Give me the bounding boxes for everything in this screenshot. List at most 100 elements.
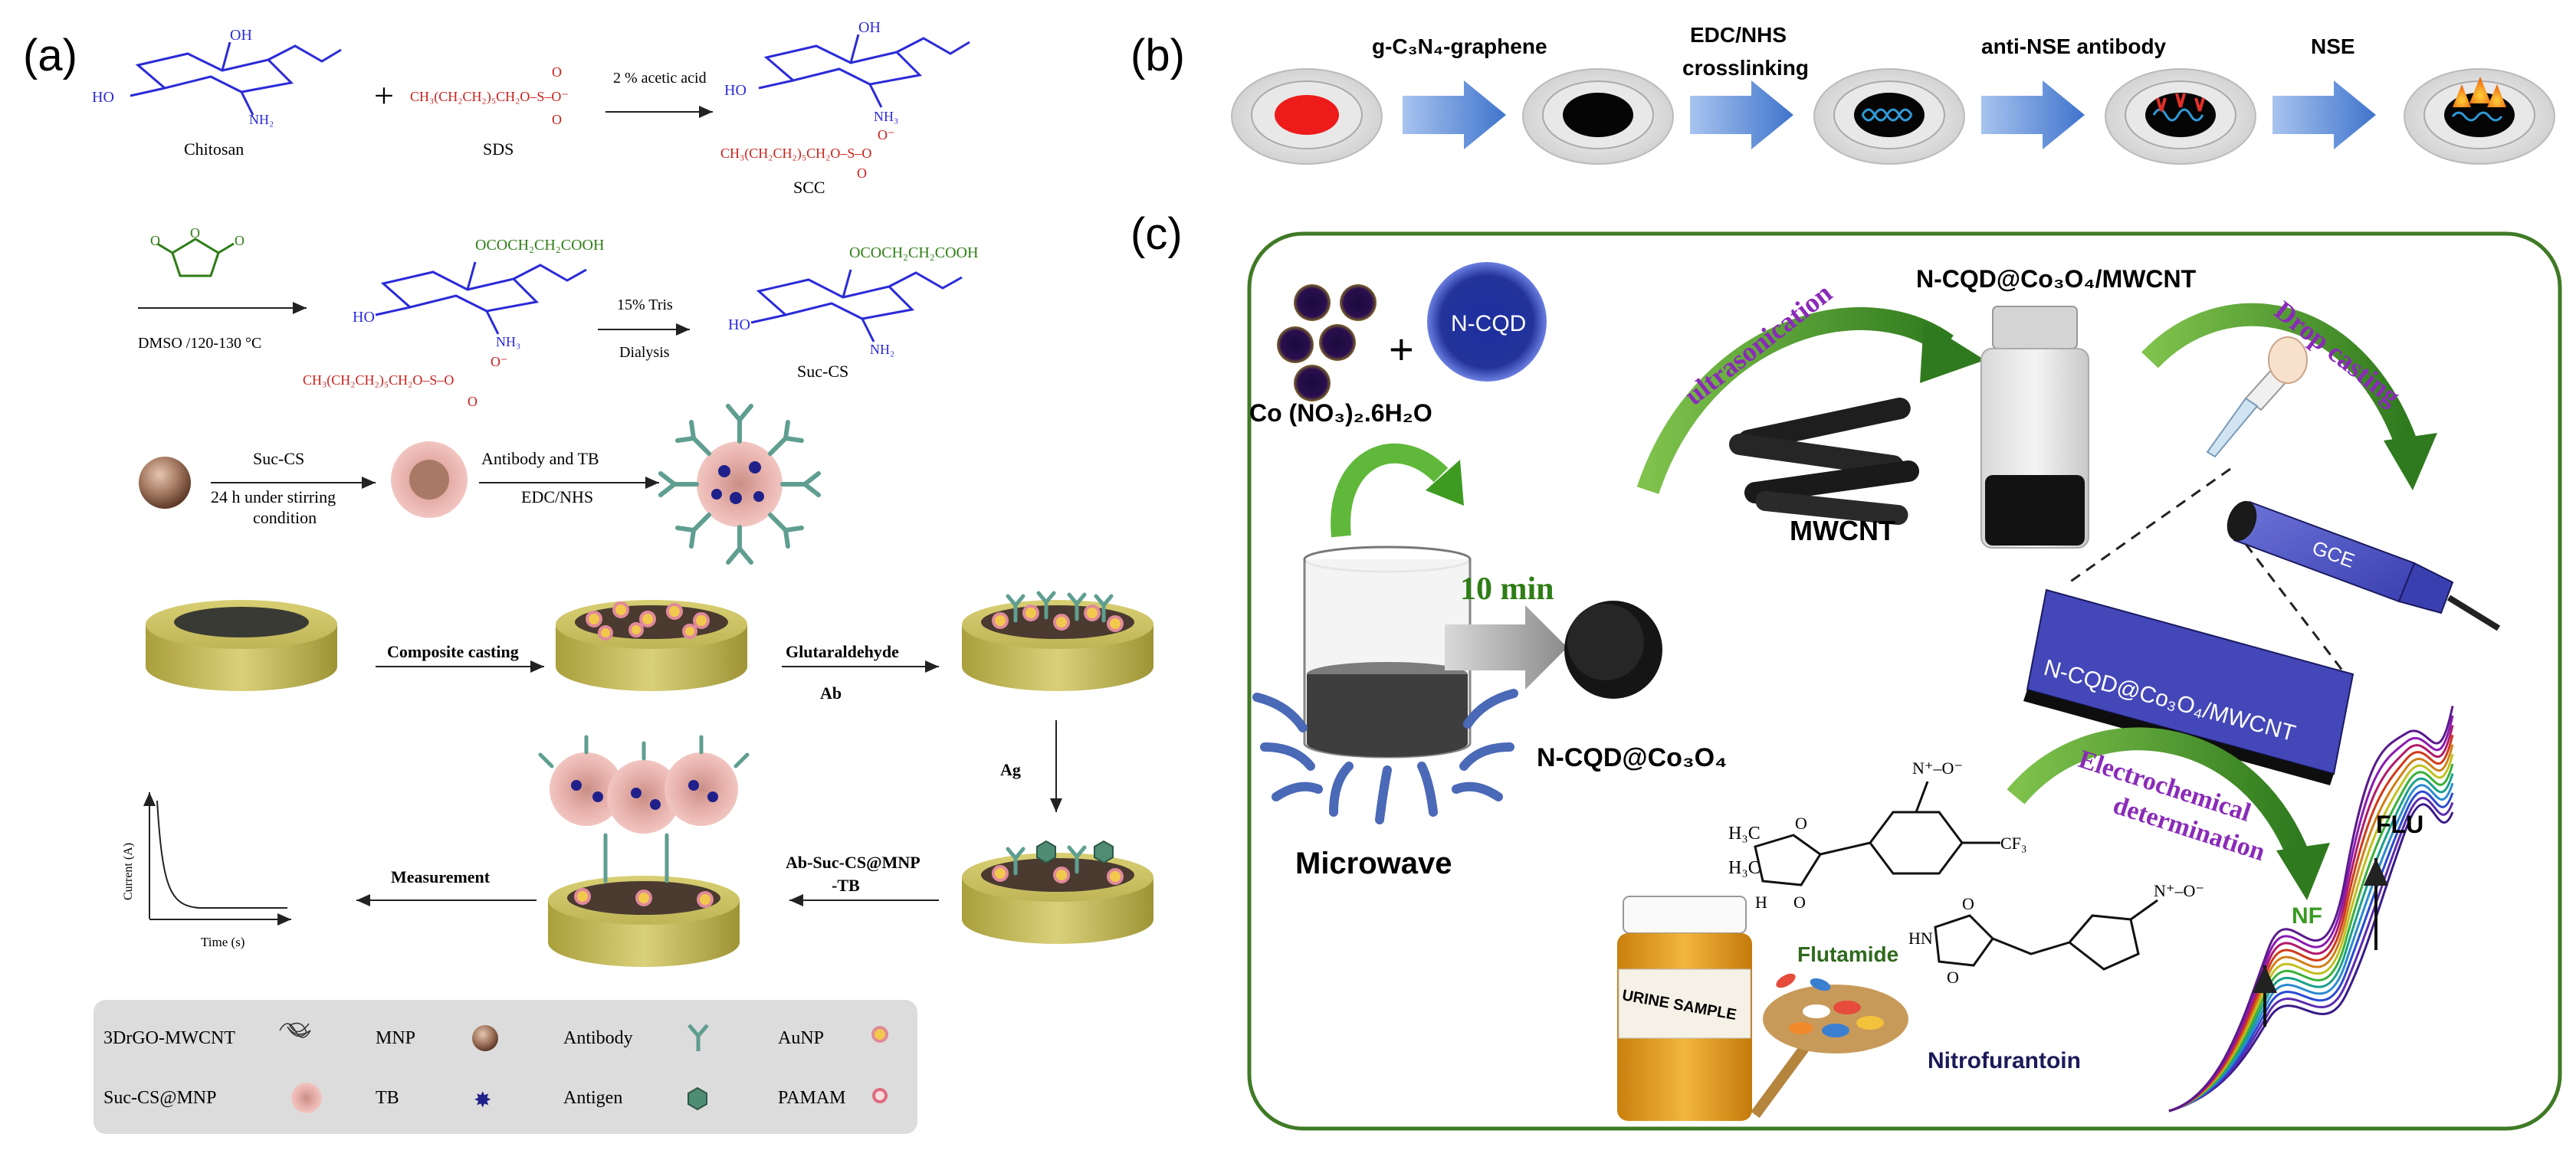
dialysis-label: Dialysis	[619, 344, 670, 361]
succinic-anhydride-structure	[156, 238, 235, 277]
gce-electrode	[2227, 500, 2501, 631]
antibody-tb-label: Antibody and TB	[481, 449, 599, 468]
ag-label: Ag	[1000, 760, 1021, 779]
step-label-5: NSE	[2311, 34, 2355, 58]
step-label-3: crosslinking	[1682, 56, 1809, 80]
chitosan-label: Chitosan	[184, 139, 244, 159]
pink-ring-icon	[872, 1088, 888, 1103]
composite-casting-label: Composite casting	[387, 642, 519, 661]
microwave-waves	[1252, 689, 1518, 824]
svg-text:HO: HO	[353, 309, 375, 326]
svg-text:O: O	[235, 233, 244, 248]
legend-suc-cs-mnp: Suc-CS@MNP	[103, 1088, 216, 1108]
svg-text:O⁻: O⁻	[878, 127, 895, 143]
electrode-disc-1	[1231, 68, 1383, 165]
legend-tb: TB	[376, 1088, 399, 1108]
voltammogram	[2168, 706, 2454, 1112]
svg-text:OH: OH	[230, 27, 252, 44]
svg-text:O: O	[1947, 968, 1959, 987]
svg-text:O: O	[857, 165, 867, 181]
panel-c-border	[1247, 231, 2562, 1131]
scribble-icon	[279, 1022, 311, 1038]
beaker	[1303, 546, 1472, 759]
legend-aunp: AuNP	[778, 1028, 824, 1048]
mnp-sphere	[139, 457, 191, 509]
svg-text:NH₂: NH₂	[249, 112, 274, 127]
scc-label: SCC	[793, 178, 825, 197]
h3c-label-2: H₃C	[1728, 858, 1761, 878]
time-arrow	[1445, 605, 1567, 690]
panel-c-label: (c)	[1130, 209, 1183, 259]
voltammogram-curve	[2168, 773, 2454, 1112]
svg-text:O: O	[1795, 814, 1807, 833]
svg-text:O: O	[150, 233, 160, 248]
zoom-line-2	[2244, 543, 2347, 675]
nitrofurantoin-structure	[1934, 899, 2158, 971]
svg-text:O: O	[1962, 894, 1974, 913]
electrode-disc-3	[1813, 68, 1965, 165]
svg-text:NH₃: NH₃	[496, 334, 520, 349]
step-label-2: EDC/NHS	[1690, 23, 1787, 47]
svg-text:HO: HO	[92, 89, 114, 106]
svg-text:O: O	[190, 225, 200, 241]
co-salt-label: Co (NO₃)₂.6H₂O	[1249, 399, 1432, 427]
stirring-label-2: condition	[253, 508, 317, 527]
legend-pamam: PAMAM	[778, 1088, 846, 1108]
voltammogram-curve	[2168, 754, 2454, 1112]
svg-text:HO: HO	[724, 82, 747, 99]
panel-a-label: (a)	[23, 31, 77, 80]
svg-text:N⁺–O⁻: N⁺–O⁻	[2154, 881, 2204, 900]
sample-vial	[1980, 306, 2089, 549]
reagent-label-1: Ab-Suc-CS@MNP	[786, 853, 920, 872]
h3c-label-1: H₃C	[1728, 824, 1761, 844]
cf3-label: CF₃	[2000, 834, 2027, 853]
svg-text:H: H	[1755, 893, 1767, 912]
co-nitrate-cluster	[1277, 284, 1377, 401]
current-axis-label: Current (A)	[122, 843, 135, 900]
legend-antigen: Antigen	[563, 1088, 622, 1108]
antibody-conjugate	[658, 404, 821, 565]
time-label: 10 min	[1460, 572, 1554, 607]
voltammogram-curve	[2168, 782, 2454, 1112]
antibody-electrode	[962, 591, 1153, 691]
panel-c: (c) + N-CQD Co (NO₃)₂.6H₂O	[1130, 209, 2562, 1131]
pills-spoon	[1751, 973, 1908, 1119]
ultrasonication-arc	[1636, 306, 1954, 494]
mwcnt-tubes	[1728, 398, 1920, 526]
voltammogram-curve	[2168, 725, 2454, 1112]
svg-text:HN: HN	[1908, 929, 1933, 948]
co3o4-label: N-CQD@Co₃O₄	[1537, 743, 1727, 772]
svg-text:NH₂: NH₂	[870, 342, 894, 357]
chitosan-structure	[130, 41, 342, 116]
voltammogram-curve	[2168, 734, 2454, 1112]
process-arrow-3	[1981, 80, 2085, 149]
suc-cs-label: Suc-CS	[797, 362, 848, 381]
panel-b: (b) g-C₃N₄-graphene EDC/NHS crosslinking…	[1130, 23, 2555, 165]
sds-label: SDS	[483, 139, 514, 159]
svg-text:O: O	[552, 64, 562, 80]
stirring-label-1: 24 h under stirring	[211, 487, 336, 506]
nf-label: NF	[2292, 903, 2322, 929]
panel-a: (a) OH HO NH₂ Chitosan + CH₃(CH₂CH₂)₅CH₂…	[23, 19, 1153, 1134]
composite-label: N-CQD@Co₃O₄/MWCNT	[1916, 265, 2197, 293]
time-axis-label: Time (s)	[201, 935, 244, 949]
legend-antibody: Antibody	[563, 1028, 633, 1048]
ab-label: Ab	[820, 683, 842, 703]
legend-3drgo: 3DrGO-MWCNT	[103, 1028, 235, 1048]
reagent-label-2: -TB	[832, 876, 860, 895]
pink-sphere-icon	[291, 1083, 322, 1113]
step-label-1: g-C₃N₄-graphene	[1372, 34, 1547, 58]
suc-cs-structure	[750, 269, 963, 342]
sds-formula: CH₃(CH₂CH₂)₅CH₂O–S–O⁻	[410, 89, 569, 105]
voltammogram-curve	[2168, 744, 2454, 1112]
brown-sphere-icon	[472, 1025, 498, 1051]
svg-text:O: O	[1793, 893, 1806, 912]
svg-text:CH₃(CH₂CH₂)₅CH₂O–S–O: CH₃(CH₂CH₂)₅CH₂O–S–O	[720, 146, 871, 162]
y-antibody-icon	[687, 1024, 709, 1051]
antigen-electrode	[962, 840, 1153, 944]
suc-intermediate-structure	[375, 261, 587, 335]
voltammogram-curve	[2168, 790, 2454, 1112]
zoom-line-1	[2069, 467, 2231, 584]
svg-text:O⁻: O⁻	[491, 354, 508, 369]
